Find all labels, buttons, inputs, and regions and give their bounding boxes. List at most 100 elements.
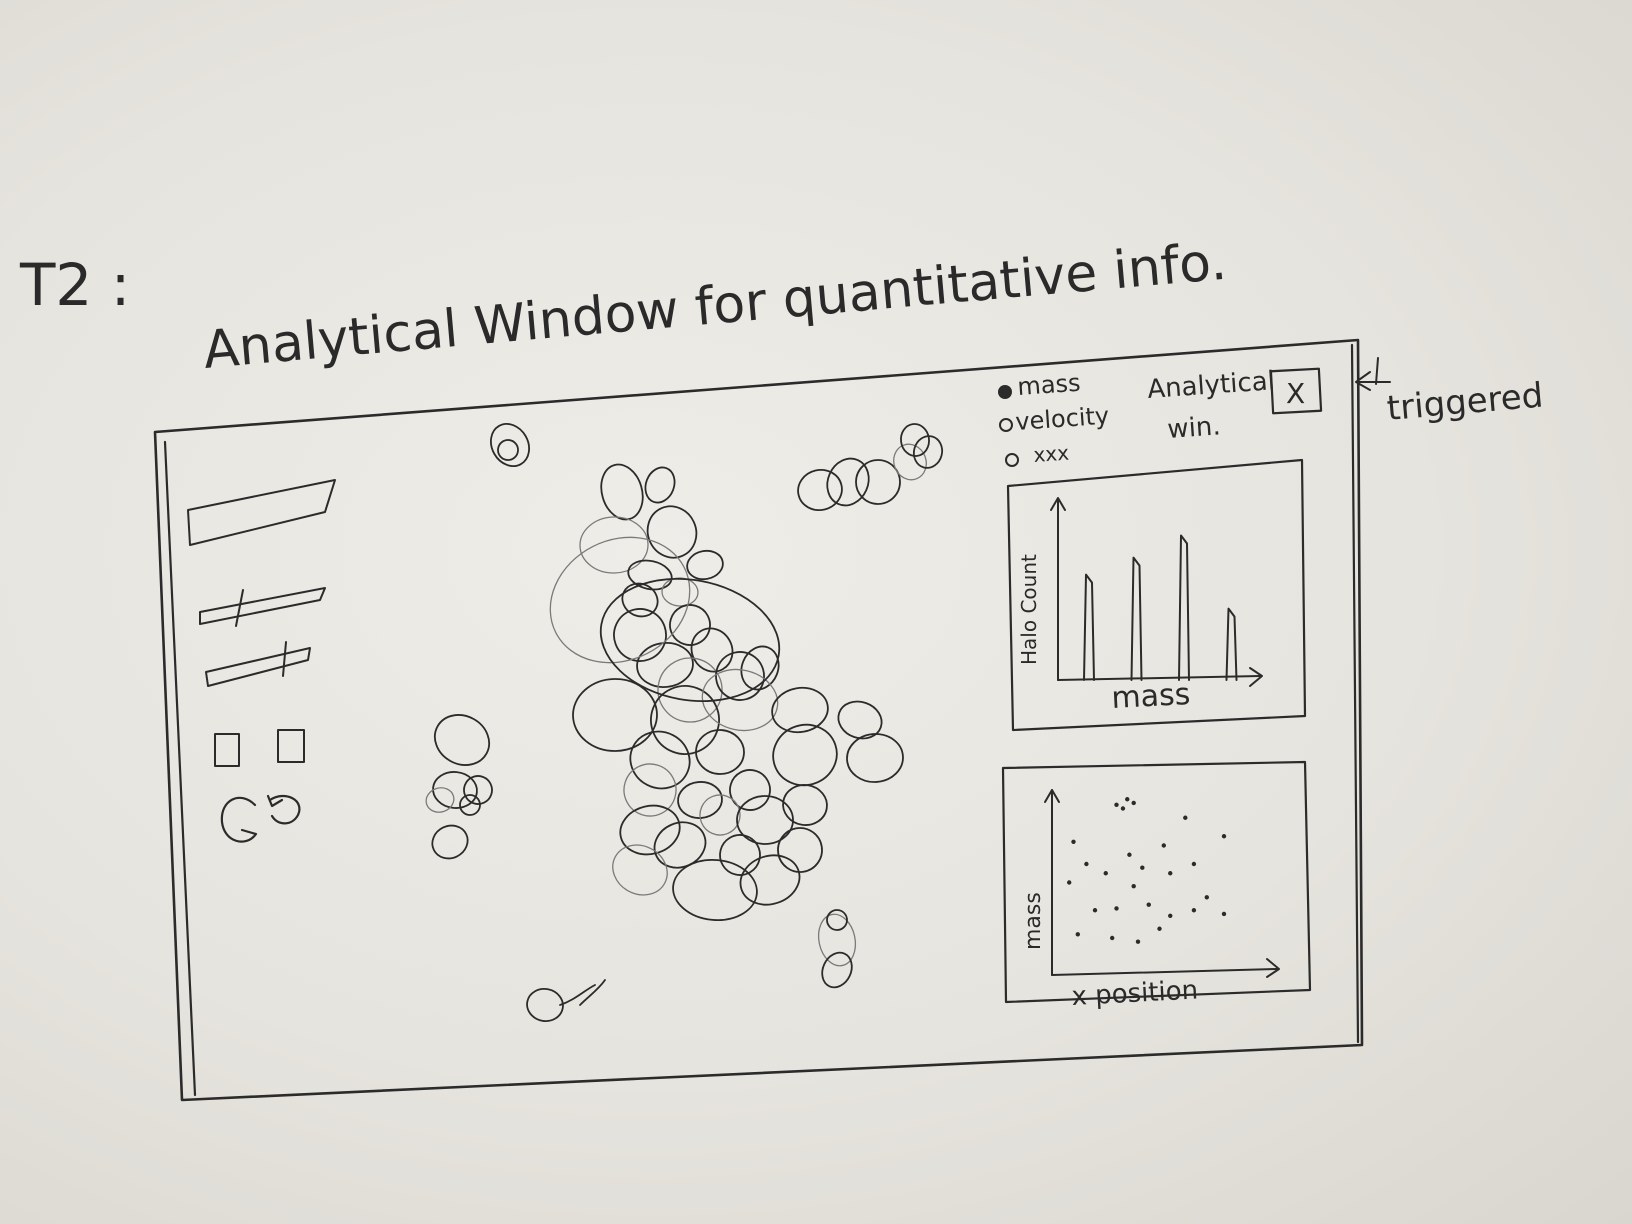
particle-loop	[740, 645, 780, 691]
particle-loop	[777, 827, 823, 873]
particle-loop	[459, 794, 481, 816]
particle-loop	[900, 423, 930, 457]
bar-chart-plot	[1050, 497, 1263, 687]
particle-loop	[701, 668, 779, 732]
scatter-frame	[1001, 760, 1312, 1004]
main-window-frame	[153, 338, 1364, 1102]
scatter-point	[1168, 871, 1173, 876]
left-edge-line	[163, 440, 197, 1097]
particle-loop	[549, 536, 691, 664]
triggered-label: triggered	[1385, 375, 1544, 428]
page-title: Analytical Window for quantitative info.	[201, 232, 1229, 381]
scatter-ylabel: mass	[1021, 892, 1046, 950]
particle-cloud	[425, 423, 944, 1022]
particle-loop	[797, 468, 843, 512]
close-button[interactable]: X	[1269, 367, 1323, 415]
particle-loop	[619, 804, 681, 856]
particle-loop	[644, 466, 676, 504]
scatter-point	[1135, 939, 1141, 944]
bar-x-arrow	[1249, 667, 1263, 687]
particle-loop	[826, 457, 870, 507]
svg-text:X: X	[1286, 377, 1305, 410]
particle-loop	[431, 824, 469, 860]
scatter-xlabel: x position	[1071, 975, 1199, 1012]
particle-loop	[650, 685, 720, 755]
particle-loop	[526, 988, 564, 1022]
particle-loop	[599, 577, 781, 703]
particle-loop	[463, 775, 493, 805]
legend-mass-marker	[998, 385, 1012, 399]
dropdown-control[interactable]	[187, 479, 336, 546]
legend-item-xxx[interactable]: xxx	[1033, 441, 1070, 467]
scatter-point	[1067, 880, 1072, 885]
legend-item-velocity[interactable]: velocity	[1014, 402, 1110, 436]
checkbox-2[interactable]	[277, 729, 305, 763]
particle-loop	[677, 781, 723, 819]
particle-loop	[497, 439, 519, 461]
particle-loop	[821, 951, 853, 989]
particle-loop	[739, 854, 801, 906]
slider-1[interactable]	[199, 587, 326, 627]
particle-tail	[559, 979, 606, 1006]
particle-loop	[579, 516, 649, 574]
particle-loop	[846, 733, 904, 783]
legend-velocity-marker	[999, 418, 1013, 432]
scatter-point	[1127, 852, 1132, 857]
control-panel	[187, 479, 336, 843]
particle-loop	[690, 627, 734, 673]
particle-loop	[837, 700, 883, 740]
scatter-point	[1084, 861, 1089, 867]
bar	[1130, 556, 1143, 681]
slider-2[interactable]	[205, 641, 311, 687]
scatter-point	[1146, 902, 1151, 907]
particle-loop	[719, 834, 761, 876]
scatter-x-arrow	[1266, 958, 1280, 978]
scatter-point	[1125, 797, 1130, 802]
scatter-point	[1191, 908, 1197, 913]
analytical-window-title: Analytical	[1146, 366, 1275, 405]
scatter-point	[1191, 861, 1197, 867]
particle-loop	[661, 577, 699, 607]
right-edge-line	[1350, 343, 1360, 1044]
scatter-point	[1183, 815, 1188, 820]
particle-loop	[490, 423, 530, 467]
scatter-point	[1168, 913, 1173, 918]
scatter-point	[1075, 932, 1081, 937]
scatter-plot	[1044, 789, 1280, 978]
legend-item-mass[interactable]: mass	[1016, 369, 1081, 401]
checkbox-1[interactable]	[214, 733, 240, 767]
analytical-window-subtitle: win.	[1166, 411, 1221, 445]
bar-chart-ylabel: Halo Count	[1017, 554, 1041, 665]
particle-loop	[699, 794, 741, 836]
particle-loop	[715, 651, 765, 701]
particle-loop	[893, 443, 927, 481]
particle-loop	[613, 608, 667, 662]
trigger-annotation: triggered	[1355, 357, 1545, 429]
scatter-point	[1110, 935, 1115, 941]
particle-loop	[425, 787, 455, 813]
particle-loop	[612, 844, 668, 896]
particle-loop	[695, 729, 745, 775]
zoom-icon[interactable]	[220, 796, 258, 843]
scatter-point	[1114, 906, 1119, 911]
refresh-icon[interactable]	[266, 794, 301, 825]
particle-loop	[600, 463, 644, 521]
scatter-point	[1140, 865, 1145, 870]
particle-loop	[432, 771, 478, 809]
task-label: T2 :	[19, 251, 130, 319]
bar	[1178, 534, 1190, 681]
legend-xxx-marker	[1005, 453, 1019, 467]
scatter-point	[1131, 884, 1136, 889]
scatter-point	[1221, 834, 1227, 839]
scatter-point	[1071, 839, 1076, 844]
bar	[1083, 573, 1095, 681]
scatter-point	[1157, 926, 1162, 931]
particle-loop	[912, 435, 944, 469]
scatter-panel: x position mass	[1001, 760, 1312, 1012]
scatter-point	[1120, 806, 1126, 811]
close-icon	[1269, 367, 1323, 415]
scatter-point	[1103, 871, 1108, 876]
scatter-point	[1092, 908, 1098, 913]
particle-loop	[433, 714, 491, 766]
particle-loop	[817, 913, 857, 967]
